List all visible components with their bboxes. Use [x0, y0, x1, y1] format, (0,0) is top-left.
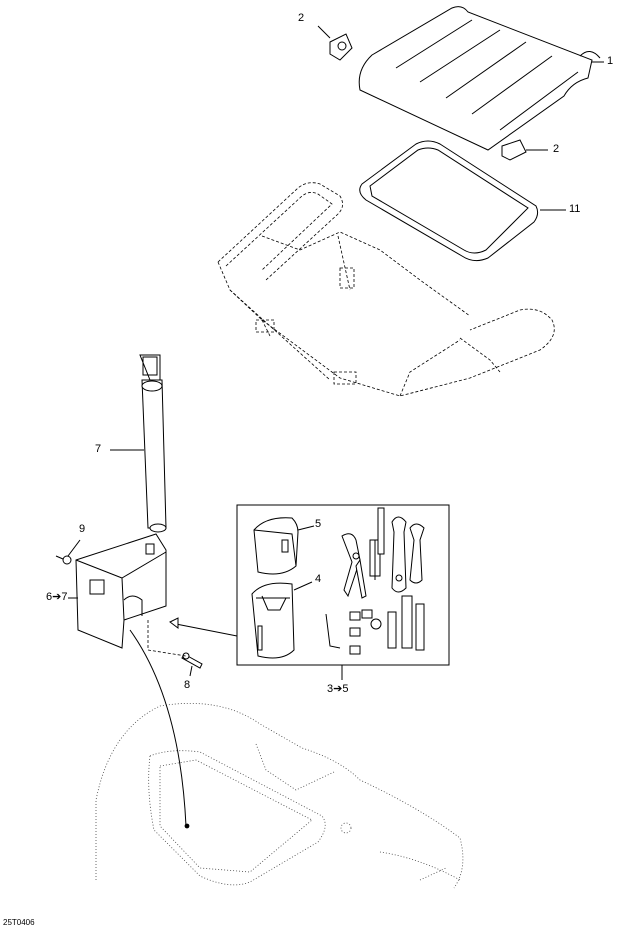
- callout-11: 11: [569, 203, 581, 215]
- tool-kit-frame: [236, 504, 450, 666]
- strap: [139, 354, 167, 533]
- screwdriver: [369, 507, 385, 580]
- kit-pointer-arrow: [169, 617, 179, 629]
- callout-9: 9: [79, 523, 86, 535]
- callout-7: 7: [95, 443, 102, 455]
- tool-holder-box: [75, 533, 167, 649]
- pliers: [341, 533, 367, 599]
- rivet-path: [147, 620, 187, 657]
- clip-upper: [329, 33, 353, 61]
- rivet: [181, 652, 203, 669]
- leader-9: [67, 539, 81, 557]
- callout-8: 8: [184, 679, 191, 691]
- callout-3-5: 3➔5: [327, 683, 349, 695]
- vehicle-rear-body: [95, 702, 464, 889]
- tool-bag: [251, 582, 295, 659]
- leader-8: [189, 665, 193, 677]
- seat-cushion: [358, 6, 601, 151]
- clip-lower: [501, 139, 527, 161]
- callout-2-lower: 2: [553, 143, 560, 155]
- callout-2-upper: 2: [298, 12, 305, 24]
- callout-6-7: 6➔7: [46, 591, 68, 603]
- callout-5: 5: [315, 518, 322, 530]
- callout-4: 4: [315, 573, 322, 585]
- fuses: [349, 609, 382, 655]
- callout-1: 1: [607, 55, 614, 67]
- mounting-curve: [129, 629, 187, 827]
- leader-2a: [317, 25, 331, 39]
- spark-plug-wrenches: [387, 595, 425, 651]
- kit-pointer: [175, 623, 238, 637]
- reference-code: 25T0406: [3, 918, 35, 927]
- tool-bag-cap: [253, 517, 299, 575]
- rack-frame: [217, 182, 555, 397]
- gasket-ring: [359, 140, 539, 262]
- hex-key: [325, 613, 341, 649]
- leader-5: [297, 525, 315, 531]
- wrench-small: [409, 523, 425, 584]
- washer: [55, 555, 72, 565]
- mounting-point: [184, 823, 190, 829]
- leader-4: [293, 581, 313, 591]
- wrench-large: [391, 516, 407, 593]
